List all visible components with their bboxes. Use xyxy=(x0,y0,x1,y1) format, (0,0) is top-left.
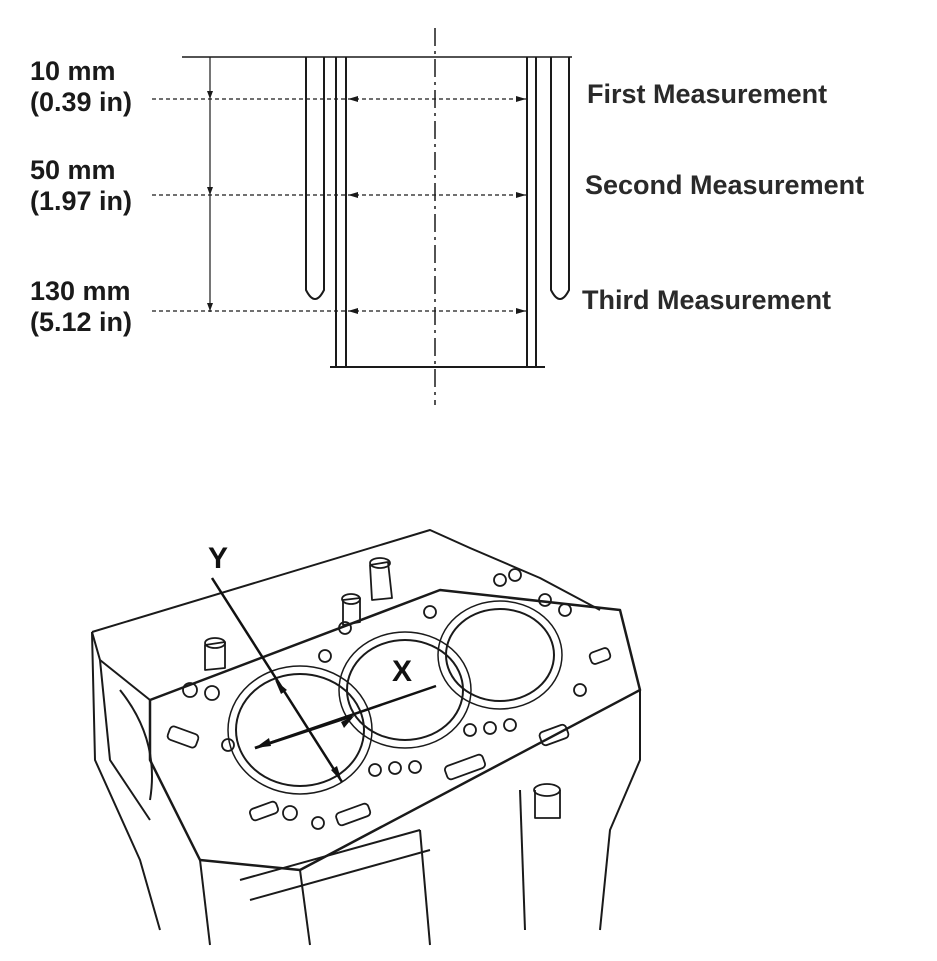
y-axis-label: Y xyxy=(208,542,229,575)
right-water-jacket xyxy=(550,57,570,300)
third-measurement-label: Third Measurement xyxy=(582,285,832,315)
x-axis-label: X xyxy=(392,655,413,688)
head-bolt-holes xyxy=(182,568,587,830)
cylinder-bore-1 xyxy=(235,673,365,787)
second-depth-label: 50 mm (1.97 in) xyxy=(30,155,132,217)
y-direction-arrow xyxy=(210,577,344,783)
first-measurement-label: First Measurement xyxy=(587,79,828,109)
cylinder-section-view xyxy=(152,28,572,405)
left-water-jacket xyxy=(305,57,325,300)
third-depth-mm: 130 mm xyxy=(30,276,131,306)
block-studs xyxy=(204,557,561,819)
measurement-arrowheads xyxy=(207,91,526,314)
engine-block-illustration xyxy=(91,529,642,946)
second-depth-mm: 50 mm xyxy=(30,155,116,185)
first-depth-mm: 10 mm xyxy=(30,56,116,86)
coolant-passages xyxy=(166,647,612,827)
block-deck xyxy=(148,588,642,872)
second-measurement-label: Second Measurement xyxy=(585,170,865,200)
third-depth-label: 130 mm (5.12 in) xyxy=(30,276,132,338)
cylinder-bore-2 xyxy=(346,639,464,741)
first-depth-label: 10 mm (0.39 in) xyxy=(30,56,132,118)
cylinder-bore-3 xyxy=(445,608,555,702)
second-depth-inch: (1.97 in) xyxy=(30,186,133,216)
measurement-direction-arrows xyxy=(210,577,437,783)
first-depth-inch: (0.39 in) xyxy=(30,87,133,117)
third-depth-inch: (5.12 in) xyxy=(30,307,133,337)
